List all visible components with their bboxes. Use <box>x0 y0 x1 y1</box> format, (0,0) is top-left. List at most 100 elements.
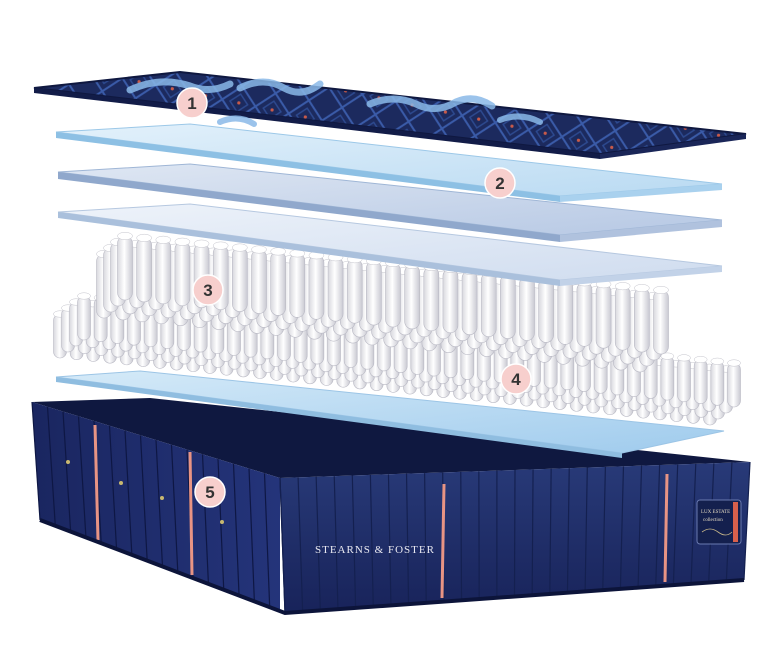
coil <box>289 249 306 318</box>
coil <box>327 253 344 322</box>
base-vent <box>66 460 70 464</box>
side-label-line1: LUX ESTATE <box>701 510 730 515</box>
base-rib <box>584 467 588 592</box>
base-rib <box>170 444 179 573</box>
coil <box>538 274 554 343</box>
layer-3-coils <box>96 232 669 373</box>
coil <box>155 235 172 305</box>
base-rib <box>655 465 661 587</box>
badge-4: 4 <box>500 363 532 395</box>
brand-name: STEARNS & FOSTER <box>315 544 435 556</box>
svg-text:4: 4 <box>511 370 521 389</box>
base-rib <box>405 473 410 605</box>
base-vent <box>160 496 164 500</box>
coil <box>710 357 725 406</box>
base-rib <box>369 474 374 607</box>
coil <box>557 276 574 345</box>
coil <box>136 233 152 303</box>
base-rib <box>566 468 570 593</box>
base-rib <box>248 468 255 602</box>
coil <box>385 259 401 328</box>
base-rib <box>62 411 72 532</box>
layer-4-coils <box>53 292 741 426</box>
coil <box>117 232 133 301</box>
coil <box>461 266 478 336</box>
coil <box>500 270 516 339</box>
base-vent <box>119 481 123 485</box>
coil <box>308 251 325 320</box>
coil <box>677 354 691 403</box>
base-rib <box>297 477 304 612</box>
base-rib <box>619 466 625 589</box>
base-rib <box>108 425 118 550</box>
layer-1-cover <box>33 70 747 159</box>
coil <box>174 237 191 307</box>
coil <box>423 262 440 332</box>
base-stripe <box>188 451 194 576</box>
badge-5: 5 <box>194 476 226 508</box>
layer-4-foam-sheet <box>55 370 725 458</box>
coil <box>346 255 363 324</box>
badge-3: 3 <box>192 274 224 306</box>
coil <box>595 280 612 349</box>
base-rib <box>549 468 552 594</box>
base-rib <box>155 439 164 567</box>
base-rib <box>77 416 87 538</box>
coil <box>270 247 286 316</box>
base-stripe <box>440 483 446 599</box>
svg-text:5: 5 <box>205 483 214 502</box>
coil <box>232 243 248 312</box>
base-top <box>32 398 750 478</box>
coil <box>653 286 669 355</box>
base-rib <box>531 469 534 596</box>
base-stripe <box>93 424 100 541</box>
base-rib <box>279 477 286 614</box>
coil <box>404 260 420 330</box>
base-rib <box>513 469 516 597</box>
coil <box>576 278 593 347</box>
base-rib <box>672 464 679 586</box>
base-vent <box>220 520 224 524</box>
coil <box>727 359 741 408</box>
base-rib <box>424 473 427 603</box>
coil <box>480 268 497 337</box>
coil <box>634 284 650 353</box>
foam-sheet-lower <box>57 203 723 286</box>
foam-sheet-middle <box>57 163 723 242</box>
base-rib <box>124 430 133 555</box>
base-left-ribs <box>31 401 286 614</box>
base-rib <box>263 473 271 608</box>
badge-2: 2 <box>484 167 516 199</box>
base-stripe <box>663 473 669 583</box>
base-rib <box>690 463 697 584</box>
base-rib <box>637 465 643 588</box>
base-rib <box>743 461 751 581</box>
cover-swirl <box>126 78 234 94</box>
svg-text:3: 3 <box>203 281 212 300</box>
base-rib <box>46 406 56 526</box>
cover-swirl <box>366 95 496 112</box>
coil <box>519 272 535 341</box>
badge-1: 1 <box>176 87 208 119</box>
base-rib <box>232 463 240 596</box>
coil <box>442 264 459 334</box>
svg-text:2: 2 <box>495 174 504 193</box>
base-rib <box>460 471 463 601</box>
layer-2-foam-layers <box>55 123 723 286</box>
coil <box>660 352 675 401</box>
base-rib <box>31 401 41 521</box>
coil <box>614 282 631 351</box>
coil <box>366 257 382 326</box>
base-rib <box>139 435 148 561</box>
layer-5-base: STEARNS & FOSTER LUX ESTATE collection <box>31 398 751 616</box>
base-bottom-edge <box>39 518 745 616</box>
base-left-side <box>32 402 280 612</box>
svg-text:1: 1 <box>187 94 196 113</box>
cover-swirl <box>236 78 324 96</box>
cover-swirl <box>497 113 543 125</box>
base-rib <box>201 454 210 584</box>
coil <box>77 292 91 341</box>
coil <box>251 245 267 314</box>
foam-sheet-upper <box>55 123 723 202</box>
